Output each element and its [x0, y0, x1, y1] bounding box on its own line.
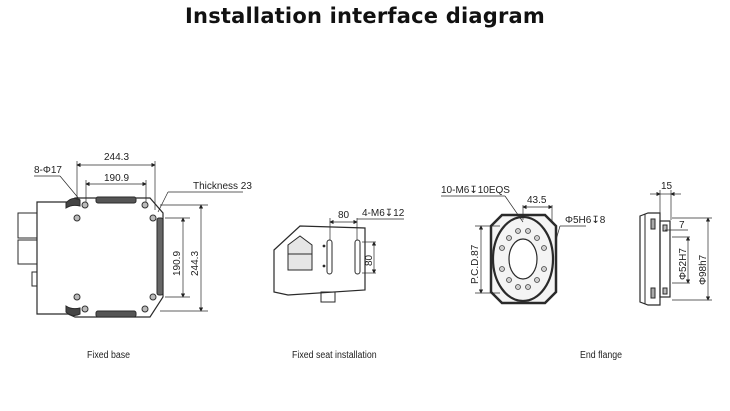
- fixed-base-view: [17, 161, 243, 318]
- svg-text:244.3: 244.3: [190, 251, 201, 276]
- svg-text:Thickness 23: Thickness 23: [193, 181, 252, 192]
- svg-text:Φ98h7: Φ98h7: [698, 254, 709, 285]
- svg-text:Φ52H7: Φ52H7: [678, 248, 689, 280]
- svg-text:4-M6↧12: 4-M6↧12: [362, 208, 405, 219]
- svg-text:7: 7: [679, 220, 685, 231]
- caption-fixed-base: Fixed base: [87, 350, 131, 361]
- fixed-base-dimensions: 244.3 190.9 8-Φ17 Thickness 23 190.9 244…: [34, 152, 252, 276]
- end-flange-front-view: [441, 195, 586, 305]
- svg-text:P.C.D.87: P.C.D.87: [470, 244, 481, 284]
- svg-text:80: 80: [364, 254, 375, 266]
- end-flange-front-dimensions: 10-M6↧10EQS 43.5 Φ5H6↧8 P.C.D.87: [441, 185, 606, 284]
- svg-text:Φ5H6↧8: Φ5H6↧8: [565, 215, 606, 226]
- svg-text:10-M6↧10EQS: 10-M6↧10EQS: [441, 185, 510, 196]
- svg-text:8-Φ17: 8-Φ17: [34, 165, 62, 176]
- svg-text:190.9: 190.9: [104, 173, 129, 184]
- svg-text:80: 80: [338, 210, 350, 221]
- svg-text:43.5: 43.5: [527, 195, 547, 206]
- svg-text:190.9: 190.9: [172, 251, 183, 276]
- caption-end-flange: End flange: [580, 350, 623, 361]
- end-flange-side-view: [639, 190, 712, 306]
- svg-text:15: 15: [661, 181, 673, 192]
- end-flange-side-dimensions: 15 7 Φ52H7 Φ98h7: [661, 181, 709, 285]
- fixed-seat-dimensions: 80 4-M6↧12 80: [338, 208, 405, 266]
- svg-text:244.3: 244.3: [104, 152, 129, 163]
- caption-fixed-seat: Fixed seat installation: [292, 350, 377, 361]
- fixed-seat-view: [273, 218, 404, 303]
- page-title: Installation interface diagram: [185, 4, 545, 28]
